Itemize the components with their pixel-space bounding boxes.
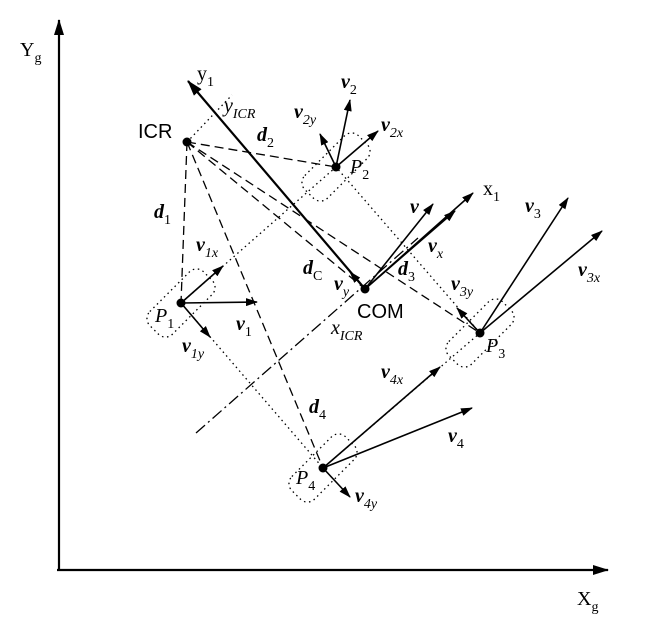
d2-line xyxy=(186,141,337,168)
p1-label: P1 xyxy=(154,305,174,332)
dc-label: dC xyxy=(303,257,322,284)
v2x-label: v2x xyxy=(381,114,404,141)
v4x-label: v4x xyxy=(381,361,404,388)
icr-frame-line xyxy=(186,94,233,143)
icr-point xyxy=(182,137,192,147)
xg-label: Xg xyxy=(577,588,598,615)
icr-label: ICR xyxy=(138,121,172,143)
v1x-label: v1x xyxy=(196,234,219,261)
v3y-label: v3y xyxy=(451,273,474,300)
x1-label: x1 xyxy=(483,178,500,205)
v3y-vector xyxy=(456,307,481,334)
d1-label: d1 xyxy=(154,201,171,228)
p4-label: P4 xyxy=(295,467,315,494)
v3x-vector xyxy=(479,230,603,334)
v4x-vector xyxy=(322,366,441,469)
d1-line xyxy=(180,141,188,304)
p2-point xyxy=(331,162,341,172)
v2x-vector xyxy=(335,130,379,168)
v1-label: v1 xyxy=(236,313,252,340)
yg-label: Yg xyxy=(20,39,41,66)
com-point xyxy=(360,284,370,294)
d2-label: d2 xyxy=(257,124,274,151)
p3-point xyxy=(475,328,485,338)
v-vector xyxy=(364,203,434,290)
d3-label: d3 xyxy=(398,258,415,285)
v4y-vector xyxy=(322,467,351,498)
d4-line xyxy=(186,141,324,469)
v2y-label: v2y xyxy=(294,101,317,128)
v4-label: v4 xyxy=(448,425,464,452)
v1y-label: v1y xyxy=(182,335,205,362)
vx-label: vx xyxy=(428,235,444,262)
v1-vector xyxy=(180,298,258,307)
p3-label: P3 xyxy=(485,335,505,362)
v-label: v xyxy=(410,196,420,218)
dc-line xyxy=(186,141,366,290)
x-icr-label: xICR xyxy=(330,317,363,344)
x-icr-line xyxy=(195,237,419,434)
v3x-label: v3x xyxy=(578,259,601,286)
v1y-vector xyxy=(180,302,211,338)
v4y-label: v4y xyxy=(355,485,378,512)
vy-label: vy xyxy=(334,273,350,300)
v2-vector xyxy=(335,99,352,168)
v4-vector xyxy=(322,407,473,469)
com-label: COM xyxy=(357,301,404,323)
p2-label: P2 xyxy=(349,156,369,183)
y1-label: y1 xyxy=(197,63,214,90)
d4-label: d4 xyxy=(309,396,326,423)
y-icr-label: yICR xyxy=(222,95,256,122)
vx-vector xyxy=(364,210,456,290)
v2-label: v2 xyxy=(341,71,357,98)
y1-axis xyxy=(187,80,366,290)
v3-vector xyxy=(479,197,569,334)
p4-point xyxy=(318,463,328,473)
d3-line xyxy=(186,141,481,334)
v3-label: v3 xyxy=(525,195,541,222)
v2y-vector xyxy=(319,133,337,168)
v1x-vector xyxy=(180,265,224,304)
p1-point xyxy=(176,298,186,308)
